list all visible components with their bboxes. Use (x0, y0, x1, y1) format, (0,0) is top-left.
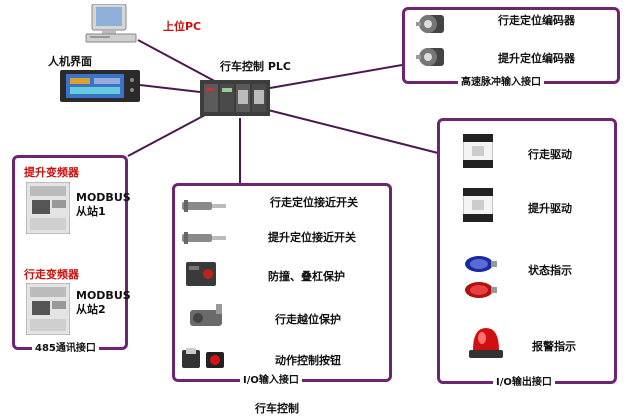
input-label-collision: 防撞、叠杠保护 (268, 270, 345, 283)
line-hmi-plc (139, 84, 201, 93)
contactor-travel-icon (462, 133, 494, 169)
control-button-icon (180, 346, 228, 370)
inverter-travel-label: 行走变频器 (24, 268, 79, 281)
inverter-lift-label: 提升变频器 (24, 166, 79, 179)
diagram-title: 行车控制 (255, 402, 299, 415)
line-plc-inverters (127, 114, 206, 157)
plc-label: 行车控制 PLC (220, 60, 291, 73)
limit-switch-icon (186, 302, 230, 328)
inverter-lift-station: 从站1 (76, 205, 106, 218)
input-interface-label: I/O输入接口 (240, 375, 302, 387)
output-interface-label: I/O输出接口 (493, 377, 555, 389)
line-plc-outputs (267, 109, 439, 154)
status-lamp-icon (463, 254, 499, 302)
alarm-beacon-icon (465, 324, 507, 360)
inverter-travel-protocol: MODBUS (76, 289, 131, 302)
input-label-overtravel: 行走越位保护 (275, 313, 341, 326)
encoder-label-lift: 提升定位编码器 (498, 52, 575, 65)
encoder-icon-lift (416, 44, 446, 70)
input-label-travel-proximity: 行走定位接近开关 (270, 196, 358, 209)
pc-label: 上位PC (163, 20, 202, 33)
proximity-switch-lift-icon (182, 228, 232, 248)
inverter-travel-icon (25, 282, 71, 336)
hmi-label: 人机界面 (48, 55, 92, 68)
line-plc-encoders (269, 64, 403, 89)
input-label-control-button: 动作控制按钮 (275, 354, 341, 367)
output-label-travel-drive: 行走驱动 (528, 148, 572, 161)
input-label-lift-proximity: 提升定位接近开关 (268, 231, 356, 244)
encoder-interface-label: 高速脉冲输入接口 (458, 77, 544, 89)
inverter-travel-station: 从站2 (76, 303, 106, 316)
proximity-switch-travel-icon (182, 196, 232, 216)
output-label-status: 状态指示 (528, 264, 572, 277)
contactor-lift-icon (462, 187, 494, 223)
hmi-panel-icon (60, 70, 140, 102)
output-label-lift-drive: 提升驱动 (528, 202, 572, 215)
plc-icon (200, 78, 270, 118)
encoder-label-travel: 行走定位编码器 (498, 14, 575, 27)
line-pc-plc (137, 39, 223, 86)
encoder-icon-travel (416, 11, 446, 37)
pc-icon (82, 3, 140, 46)
inverter-lift-icon (25, 181, 71, 235)
photo-sensor-icon (186, 262, 218, 286)
output-label-alarm: 报警指示 (532, 340, 576, 353)
inverter-lift-protocol: MODBUS (76, 191, 131, 204)
inverter-interface-label: 485通讯接口 (32, 343, 99, 355)
